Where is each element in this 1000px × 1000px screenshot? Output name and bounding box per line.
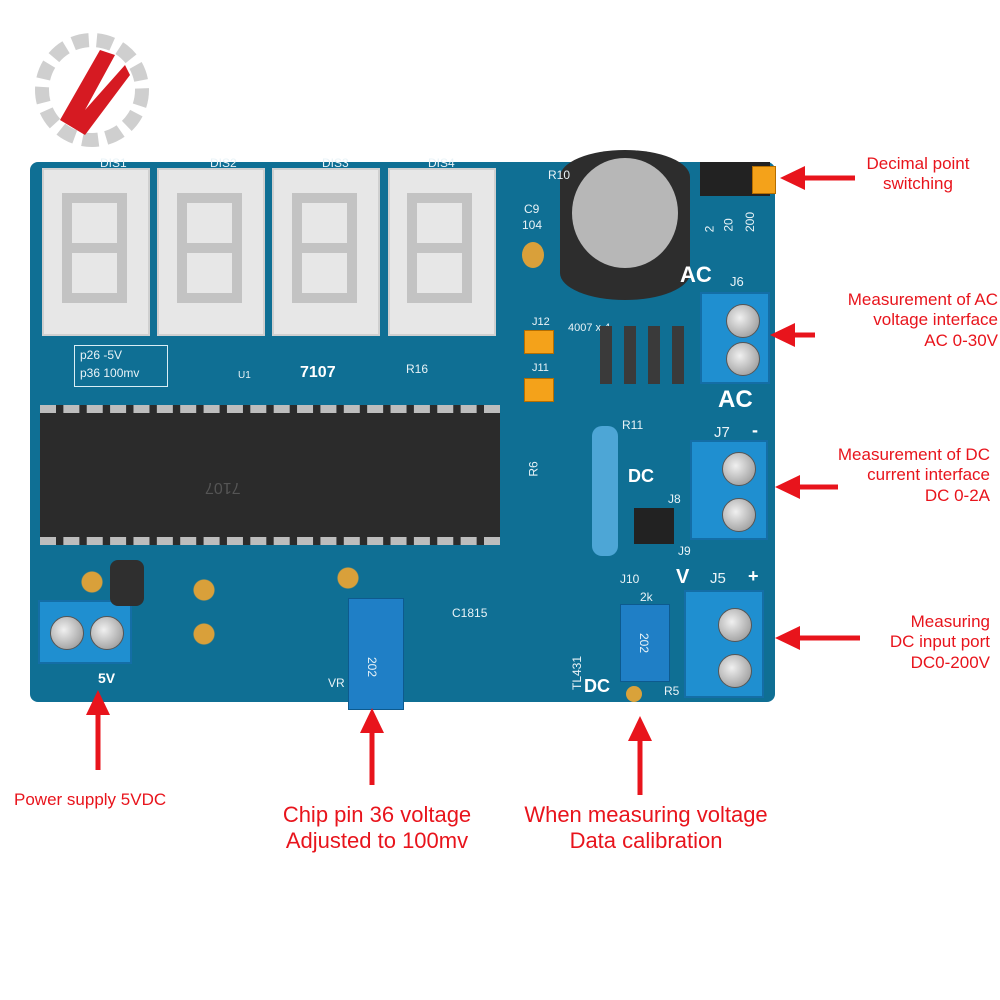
c1815-label: C1815 <box>452 606 488 620</box>
ac-interface-label: Measurement of AC voltage interface AC 0… <box>847 290 998 350</box>
chip-top-label: 7107 <box>300 364 336 381</box>
ac-top-label: AC <box>680 262 712 287</box>
u1-label: U1 <box>238 370 251 381</box>
dis3-label: DIS3 <box>322 156 349 170</box>
chip-pin-label: Chip pin 36 voltage Adjusted to 100mv <box>282 802 472 854</box>
p36-label: p36 100mv <box>80 366 140 380</box>
v-mark: V <box>676 566 690 588</box>
power-resistor <box>592 426 618 556</box>
r16-label: R16 <box>406 362 429 376</box>
j5-label: J5 <box>710 570 726 587</box>
capacitor-top <box>572 158 678 268</box>
ceramic-cap-row <box>60 566 380 646</box>
diodes-label: 4007 x 4 <box>568 322 611 334</box>
jumper-j12 <box>524 330 554 354</box>
ceramic-capacitor <box>522 242 544 268</box>
dc-input-screw-1 <box>718 608 752 642</box>
j7-label: J7 <box>714 424 730 441</box>
minus-mark: - <box>752 420 758 440</box>
j6-label: J6 <box>730 274 744 289</box>
c9-value: 104 <box>522 218 543 232</box>
calibration-screw <box>626 686 642 702</box>
ic-chip <box>40 405 500 545</box>
dis1-label: DIS1 <box>100 156 127 170</box>
jumper-j11 <box>524 378 554 402</box>
dis2-label: DIS2 <box>210 156 237 170</box>
j11-label: J11 <box>532 362 549 374</box>
v5-label: 5V <box>98 670 116 686</box>
vr-pot <box>348 598 404 710</box>
dc-input-screw-2 <box>718 654 752 688</box>
dc-mid-label: DC <box>628 466 654 486</box>
dc-input-label: Measuring DC input port DC0-200V <box>889 612 990 672</box>
decimal-jumper <box>752 166 776 194</box>
r11-label: R11 <box>622 418 644 432</box>
r5-label: R5 <box>664 684 680 698</box>
j10-label: J10 <box>620 572 640 586</box>
dc-current-label: Measurement of DC current interface DC 0… <box>837 445 990 505</box>
power-supply-label: Power supply 5VDC <box>14 790 167 809</box>
r10-label: R10 <box>548 168 571 182</box>
calibration-label: When measuring voltage Data calibration <box>524 802 768 854</box>
p26-label: p26 -5V <box>80 348 123 362</box>
brand-logo-icon <box>35 33 149 147</box>
r2k-label: 2k <box>640 590 653 604</box>
plus-mark: + <box>748 566 759 586</box>
c9-label: C9 <box>524 202 540 216</box>
dis4-label: DIS4 <box>428 156 455 170</box>
dc-current-screw-2 <box>722 498 756 532</box>
decimal-point-label: Decimal point switching <box>866 154 970 194</box>
dc-current-screw-1 <box>722 452 756 486</box>
header-j8 <box>634 508 674 544</box>
seven-segment-digits <box>62 193 472 303</box>
ac-screw-1 <box>726 304 760 338</box>
j9-label: J9 <box>678 544 691 558</box>
vr-label: VR <box>328 676 345 690</box>
calibration-pot <box>620 604 670 682</box>
dc-bottom-label: DC <box>584 676 610 696</box>
j12-label: J12 <box>532 316 550 328</box>
ac-bottom-label: AC <box>718 386 753 413</box>
ac-screw-2 <box>726 342 760 376</box>
pin-note-box <box>74 345 168 387</box>
j8-label: J8 <box>668 492 681 506</box>
diode-array <box>600 326 690 384</box>
